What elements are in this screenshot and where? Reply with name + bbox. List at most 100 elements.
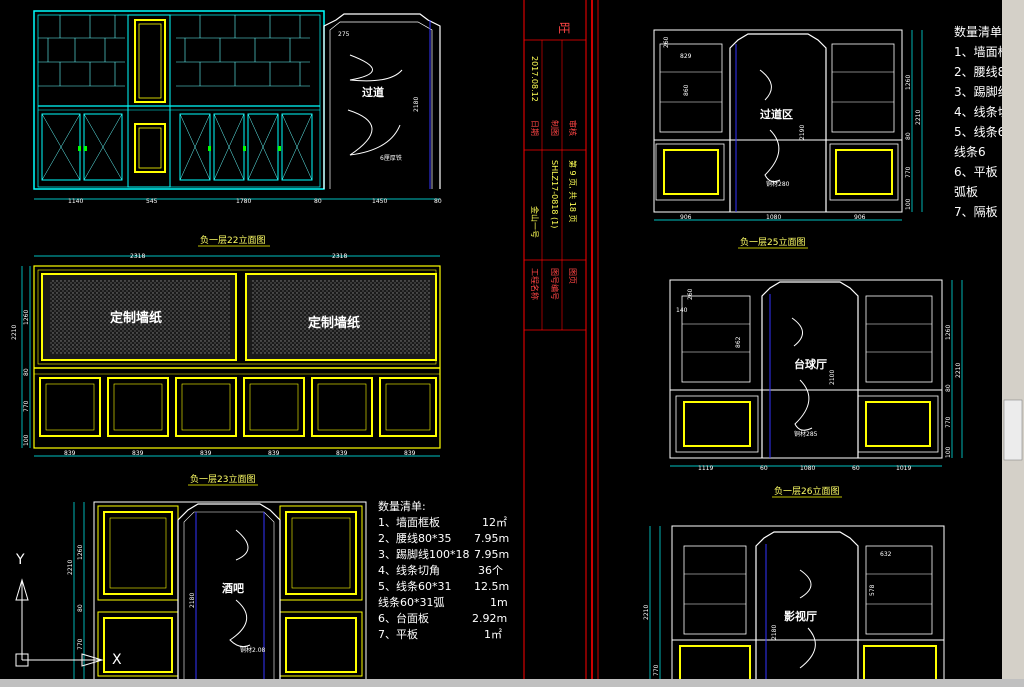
elevation-26-dim-2: 1080 xyxy=(800,465,815,472)
title-block-company: 旺 xyxy=(557,22,571,34)
elevation-26-vdim-0: 2210 xyxy=(955,363,962,378)
elevation-23-bottom-dim-3: 839 xyxy=(268,450,280,457)
quantity-item-name-7: 7、平板 xyxy=(378,627,418,641)
title-block-drawing-no-label: 图号编号 xyxy=(550,268,560,300)
elevation-22-title: 负一层22立面图 xyxy=(200,234,265,246)
elevation-23-title: 负一层23立面图 xyxy=(190,473,255,485)
elevation-27-vdim-0: 2210 xyxy=(643,605,650,620)
quantity-item-value-5: 1m xyxy=(490,596,508,609)
elevation-26-vdim-1: 1260 xyxy=(945,325,952,340)
elevation-26-dim-3: 60 xyxy=(852,465,860,472)
ucs-y-label: Y xyxy=(15,552,25,568)
quantity-right-item-2: 3、踢脚线 xyxy=(954,84,1010,99)
elevation-22-dim-3: 80 xyxy=(314,198,322,205)
elevation-22-dim-1: 545 xyxy=(146,198,158,205)
quantity-right-item-6: 6、平板 xyxy=(954,165,998,179)
title-block-date-label: 日期 xyxy=(530,120,539,136)
quantity-item-value-6: 2.92m xyxy=(472,612,507,625)
elevation-27-dim-0: 632 xyxy=(880,551,892,558)
elevation-26-room-label: 台球厅 xyxy=(794,357,827,371)
elevation-26-title: 负一层26立面图 xyxy=(774,485,839,497)
elevation-25-note: 铜材280 xyxy=(766,180,790,188)
elevation-23-bottom-dim-4: 839 xyxy=(336,450,348,457)
quantity-list-heading: 数量清单: xyxy=(378,500,426,513)
elevation-23-top-dim-0: 2318 xyxy=(130,253,145,260)
elevation-25: 过道区 铜材280 2190 829 260 860 2210 1260 80 … xyxy=(653,29,923,249)
title-block-design-label: 制图 xyxy=(550,120,560,136)
quantity-item-name-2: 3、踢脚线100*18 xyxy=(378,547,470,561)
elevation-25-dim-2: 906 xyxy=(854,214,866,221)
elevation-26: 台球厅 铜材285 2100 260 140 862 2210 1260 80 … xyxy=(669,279,963,498)
title-block-date-value: 2017.08.12 xyxy=(530,56,539,102)
elevation-26-left-dim-0: 260 xyxy=(687,288,694,300)
elevation-26-left-dim-2: 862 xyxy=(735,336,742,348)
quantity-right-item-4: 5、线条6 xyxy=(954,125,1005,139)
elevation-26-left-dim-1: 140 xyxy=(676,307,688,314)
elevation-26-vdim-2: 80 xyxy=(945,384,952,392)
title-block-drawing-no-value: SHLZ17-0818 (1) xyxy=(550,160,559,228)
elevation-25-left-dim-1: 829 xyxy=(680,53,692,60)
elevation-23: 2318 2318 定制墙纸 定制墙纸 2210 1260 80 770 100… xyxy=(11,253,441,486)
quantity-right-item-1: 2、腰线8 xyxy=(954,65,1005,79)
elevation-22: 过道 6厘厚铁 275 2180 1140 545 1780 80 1450 8… xyxy=(33,10,442,247)
elevation-27-vdim-1: 770 xyxy=(653,664,660,676)
quantity-item-value-3: 36个 xyxy=(478,564,503,577)
title-block-project-label: 工程名称 xyxy=(530,268,540,300)
quantity-item-name-6: 6、台面板 xyxy=(378,611,429,625)
quantity-item-value-2: 7.95m xyxy=(474,548,509,561)
quantity-right-item-0: 1、墙面框 xyxy=(954,45,1010,59)
elevation-bar-note: 铜材2.08 xyxy=(240,646,266,654)
elevation-23-vdim-3: 770 xyxy=(23,400,30,412)
elevation-25-left-dim-0: 260 xyxy=(663,36,670,48)
quantity-item-name-1: 2、腰线80*35 xyxy=(378,531,452,545)
elevation-25-title: 负一层25立面图 xyxy=(740,236,805,248)
elevation-bar-vdim2-0: 2180 xyxy=(189,593,196,608)
elevation-bar-vdim-2: 80 xyxy=(77,604,84,612)
elevation-25-left-dim-2: 860 xyxy=(683,84,690,96)
title-block-project-value: 金山一号 xyxy=(530,206,540,238)
elevation-23-wallpaper-left: 定制墙纸 xyxy=(109,310,162,326)
layout-tabs-bar[interactable] xyxy=(0,679,1024,687)
ucs-x-label: X xyxy=(112,652,122,668)
quantity-item-value-0: 12㎡ xyxy=(482,516,507,529)
title-block: 旺 工程名称 金山一号 图号编号 SHLZ17-0818 (1) 图页 第 9 … xyxy=(523,0,599,680)
elevation-22-dim-2: 1780 xyxy=(236,198,251,205)
scrollbar-thumb[interactable] xyxy=(1003,399,1023,461)
elevation-27-dim-1: 578 xyxy=(869,584,876,596)
quantity-right-heading: 数量清单 xyxy=(954,24,1002,39)
quantity-right-item-3: 4、线条切 xyxy=(954,105,1010,119)
title-block-sheet-label: 图页 xyxy=(568,268,577,284)
elevation-27-inner-dim: 2180 xyxy=(771,625,778,640)
elevation-bar-vdim-0: 2210 xyxy=(67,560,74,575)
elevation-23-top-dim-1: 2318 xyxy=(332,253,347,260)
quantity-item-value-7: 1㎡ xyxy=(484,628,502,641)
elevation-26-dim-0: 1119 xyxy=(698,465,713,472)
elevation-23-vdim-4: 100 xyxy=(23,434,30,446)
elevation-23-bottom-dim-2: 839 xyxy=(200,450,212,457)
elevation-23-vdim-1: 1260 xyxy=(23,310,30,325)
elevation-bar-room-label: 酒吧 xyxy=(222,582,244,595)
elevation-23-vdim-2: 80 xyxy=(23,368,30,376)
elevation-26-dim-1: 60 xyxy=(760,465,768,472)
elevation-26-note: 铜材285 xyxy=(794,430,818,438)
elevation-25-vdim-2: 80 xyxy=(905,132,912,140)
quantity-item-name-4: 5、线条60*31 xyxy=(378,579,452,593)
elevation-25-vdim-3: 770 xyxy=(905,166,912,178)
elevation-bar: 酒吧 铜材2.08 2210 1260 80 770 2180 xyxy=(67,501,367,681)
elevation-26-vdim-3: 770 xyxy=(945,416,952,428)
vertical-scrollbar[interactable] xyxy=(1002,0,1024,680)
quantity-item-name-5: 线条60*31弧 xyxy=(378,595,445,609)
elevation-22-vdim-0: 275 xyxy=(338,31,350,38)
quantity-list-small: 数量清单: 1、墙面框板 12㎡ 2、腰线80*35 7.95m 3、踢脚线10… xyxy=(378,500,509,641)
quantity-item-name-0: 1、墙面框板 xyxy=(378,515,440,529)
elevation-25-dim-0: 906 xyxy=(680,214,692,221)
title-block-sheet-value: 第 9 页, 共 18 页 xyxy=(568,160,578,223)
elevation-22-note: 6厘厚铁 xyxy=(380,154,402,162)
elevation-25-vdim-0: 2210 xyxy=(915,110,922,125)
elevation-27: 影视厅 2180 632 578 2210 770 xyxy=(643,525,945,681)
elevation-23-wallpaper-right: 定制墙纸 xyxy=(307,315,360,331)
elevation-22-vdim-1: 2180 xyxy=(413,97,420,112)
elevation-26-vdim-4: 100 xyxy=(945,446,952,458)
elevation-25-dim-1: 1080 xyxy=(766,214,781,221)
